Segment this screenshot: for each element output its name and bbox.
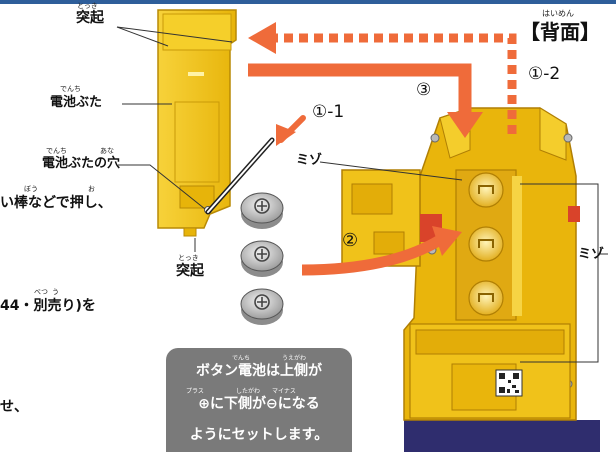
callout-ruby-4: したがわ <box>236 388 261 395</box>
callout-ruby-1: でんち <box>232 355 251 362</box>
step-2-label: ② <box>342 230 359 251</box>
step-1-2-label: ①-2 <box>528 64 561 84</box>
protrusion-bottom-ruby: とっき <box>178 254 199 262</box>
battery-slot-2 <box>468 226 504 262</box>
left-line1-ruby-2: お <box>88 185 95 193</box>
callout-line-1: ボタン電池は上側が <box>196 363 322 379</box>
button-battery-2 <box>240 240 284 277</box>
battery-cover-label: 電池ぶた <box>50 95 103 110</box>
protrusion-top-ruby: とっき <box>77 2 98 10</box>
left-line2-ruby-2: う <box>52 288 59 296</box>
left-text-line2: 44・別売り)を <box>0 298 96 314</box>
callout-line-3: ようにセットします。 <box>189 427 329 443</box>
step-3-label: ③ <box>416 80 432 100</box>
push-stick <box>205 137 275 215</box>
battery-cover-hole-ruby-2: あな <box>100 147 114 155</box>
arrows <box>248 22 517 276</box>
label-leader-lines <box>116 26 233 252</box>
battery-cover-hole-ruby-1: でんち <box>46 147 67 155</box>
callout-line-2: ⊕に下側が⊖になる <box>198 396 320 412</box>
callout-ruby-3: プラス <box>186 388 204 395</box>
callout-ruby-2: うえがわ <box>282 355 307 362</box>
qr-code <box>495 369 523 397</box>
groove-leader-lines <box>319 161 608 363</box>
left-text-line1: い棒などで押し、 <box>0 195 112 211</box>
battery-cover-hole-label: 電池ぶたの穴 <box>42 156 121 171</box>
battery-cover <box>157 9 237 237</box>
battery-slot-1 <box>468 172 504 208</box>
back-side-label: 【背面】 <box>520 20 600 44</box>
protrusion-top-label: 突起 <box>76 10 104 26</box>
battery-orientation-callout: でんち うえがわ ボタン電池は上側が プラス したがわ マイナス ⊕に下側が⊖に… <box>166 348 352 452</box>
top-border <box>0 0 616 4</box>
button-battery-1 <box>240 192 284 229</box>
battery-slot-3 <box>468 280 504 316</box>
groove-label-left: ミゾ <box>296 153 323 168</box>
left-line2-ruby-1: べつ <box>34 288 48 296</box>
button-battery-3 <box>240 288 284 325</box>
protrusion-bottom-label: 突起 <box>176 263 204 279</box>
device-body <box>341 107 600 452</box>
callout-ruby-5: マイナス <box>272 388 296 395</box>
left-text-line3: せ、 <box>0 399 28 415</box>
left-line1-ruby-1: ぼう <box>24 185 38 193</box>
back-side-ruby: はいめん <box>542 9 574 18</box>
battery-cover-ruby: でんち <box>60 85 81 93</box>
groove-label-right: ミゾ <box>578 247 605 262</box>
step-1-1-label: ①-1 <box>312 102 345 122</box>
